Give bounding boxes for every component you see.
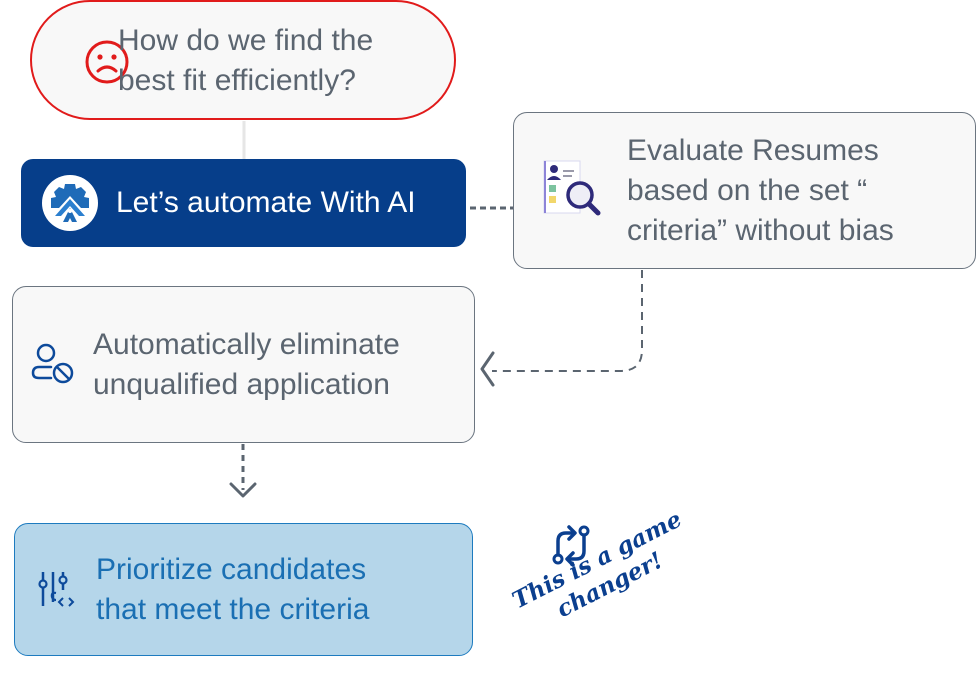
evaluate-line-3: criteria” without bias bbox=[627, 214, 894, 247]
evaluate-text: Evaluate Resumes based on the set “ crit… bbox=[627, 131, 894, 251]
evaluate-line-2: based on the set “ bbox=[627, 174, 868, 207]
eliminate-text: Automatically eliminate unqualified appl… bbox=[93, 325, 400, 405]
user-blocked-icon bbox=[31, 343, 74, 384]
evaluate-resumes-node: Evaluate Resumes based on the set “ crit… bbox=[513, 112, 976, 269]
question-line-2: best fit efficiently? bbox=[118, 64, 356, 97]
arrowhead-down bbox=[229, 482, 257, 498]
question-text: How do we find the best fit efficiently? bbox=[118, 21, 373, 101]
evaluate-line-1: Evaluate Resumes bbox=[627, 134, 879, 167]
eliminate-line-2: unqualified application bbox=[93, 368, 390, 401]
arrowhead-left bbox=[480, 351, 495, 387]
automate-label: Let’s automate With AI bbox=[116, 186, 416, 219]
swap-arrows-icon bbox=[552, 525, 590, 567]
resume-search-icon bbox=[543, 160, 601, 216]
game-changer-text: This is a game changer! bbox=[502, 502, 706, 643]
connector-evaluate-to-eliminate bbox=[492, 270, 643, 372]
eliminate-unqualified-node: Automatically eliminate unqualified appl… bbox=[12, 286, 475, 443]
filter-sliders-code-icon bbox=[38, 572, 75, 607]
question-node: How do we find the best fit efficiently? bbox=[30, 0, 456, 120]
automate-with-ai-node: Let’s automate With AI bbox=[21, 159, 466, 247]
eliminate-line-1: Automatically eliminate bbox=[93, 328, 400, 361]
sad-face-icon bbox=[85, 40, 129, 84]
question-line-1: How do we find the bbox=[118, 24, 374, 57]
ai-gear-logo-icon bbox=[42, 175, 98, 231]
prioritize-line-1: Prioritize candidates bbox=[96, 553, 367, 586]
prioritize-text: Prioritize candidates that meet the crit… bbox=[96, 550, 369, 630]
prioritize-line-2: that meet the criteria bbox=[96, 593, 370, 626]
prioritize-candidates-node: Prioritize candidates that meet the crit… bbox=[14, 523, 473, 656]
game-changer-annotation: This is a game changer! bbox=[498, 506, 698, 665]
